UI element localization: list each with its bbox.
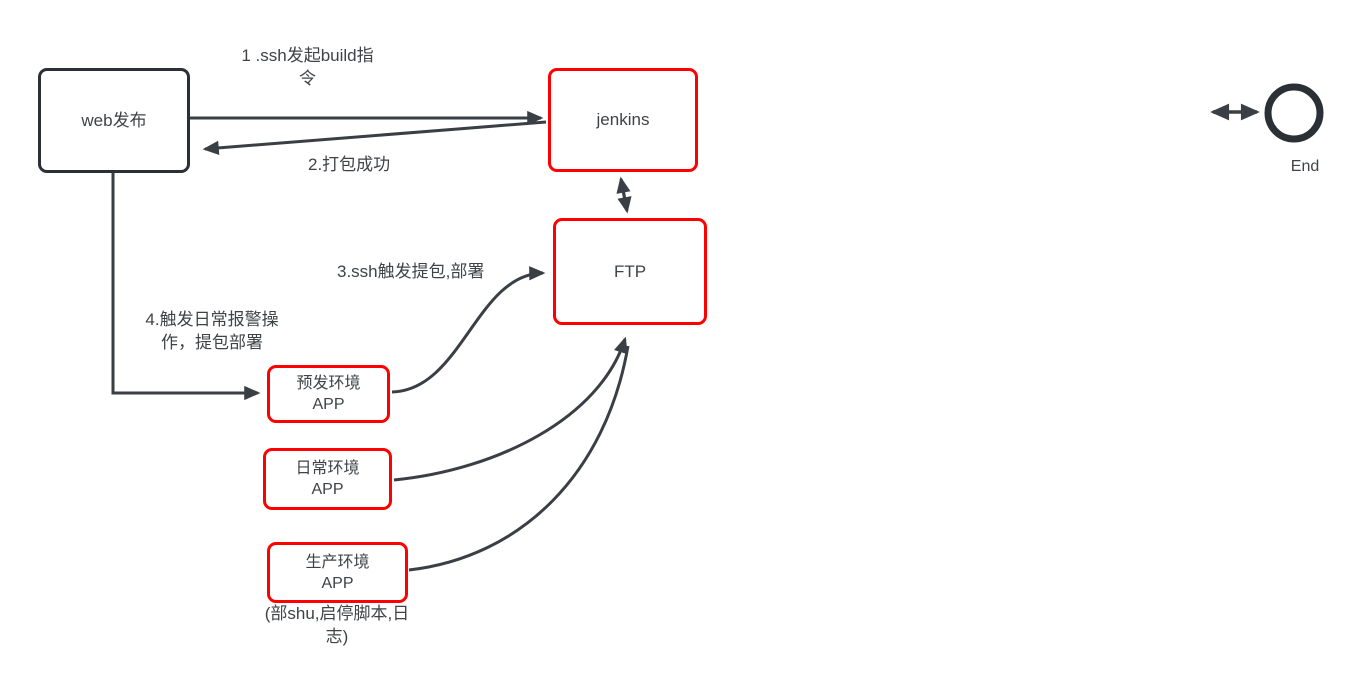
edge-web-to-pre bbox=[111, 173, 261, 401]
node-staging-app[interactable]: 预发环境 APP bbox=[267, 365, 390, 423]
node-production-app[interactable]: 生产环境 APP bbox=[267, 542, 408, 603]
end-node-label: End bbox=[1290, 158, 1320, 175]
node-daily-app-label: 日常环境 APP bbox=[295, 460, 360, 498]
edge-daily-to-ftp bbox=[393, 336, 628, 482]
node-web-publish[interactable]: web发布 bbox=[38, 68, 190, 173]
edge-jenkins-to-ftp-down bbox=[617, 188, 632, 214]
node-ftp[interactable]: FTP bbox=[553, 218, 707, 325]
edge-ftp-to-jenkins-up bbox=[616, 176, 631, 202]
edge-label-step4: 4.触发日常报警操 作，提包部署 bbox=[145, 310, 279, 352]
edge-label-step3: 3.ssh触发提包,部署 bbox=[337, 262, 485, 281]
node-web-publish-label: web发布 bbox=[81, 110, 147, 130]
node-ftp-label: FTP bbox=[613, 261, 647, 281]
node-jenkins[interactable]: jenkins bbox=[548, 68, 698, 172]
node-staging-app-label: 预发环境 APP bbox=[296, 375, 361, 413]
node-jenkins-label: jenkins bbox=[596, 110, 650, 129]
edge-jenkins-to-web bbox=[202, 120, 547, 156]
edge-label-step2: 2.打包成功 bbox=[308, 155, 391, 174]
node-daily-app[interactable]: 日常环境 APP bbox=[263, 448, 392, 510]
end-node-circle[interactable] bbox=[1264, 83, 1324, 143]
edge-prod-to-ftp bbox=[408, 345, 630, 572]
edge-label-step1: 1 .ssh发起build指 令 bbox=[241, 46, 374, 88]
edge-pre-to-ftp bbox=[391, 266, 546, 394]
production-app-note: (部shu,启停脚本,日 志) bbox=[264, 604, 410, 646]
node-production-app-label: 生产环境 APP bbox=[305, 553, 370, 592]
